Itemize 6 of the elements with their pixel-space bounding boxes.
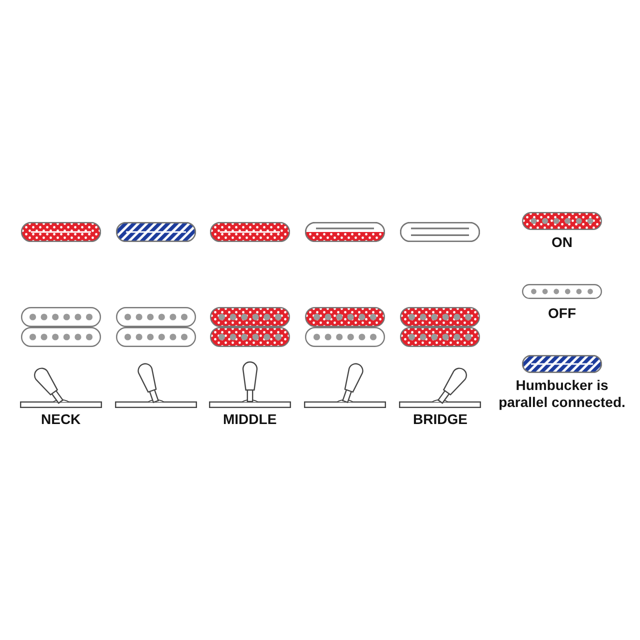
- legend-label: ON: [552, 234, 572, 251]
- legend-label: OFF: [548, 305, 576, 322]
- position-label: MIDDLE: [223, 411, 277, 428]
- position-label: NECK: [41, 411, 81, 428]
- position-label: BRIDGE: [413, 411, 468, 428]
- legend-label: Humbucker is parallel connected.: [498, 377, 626, 411]
